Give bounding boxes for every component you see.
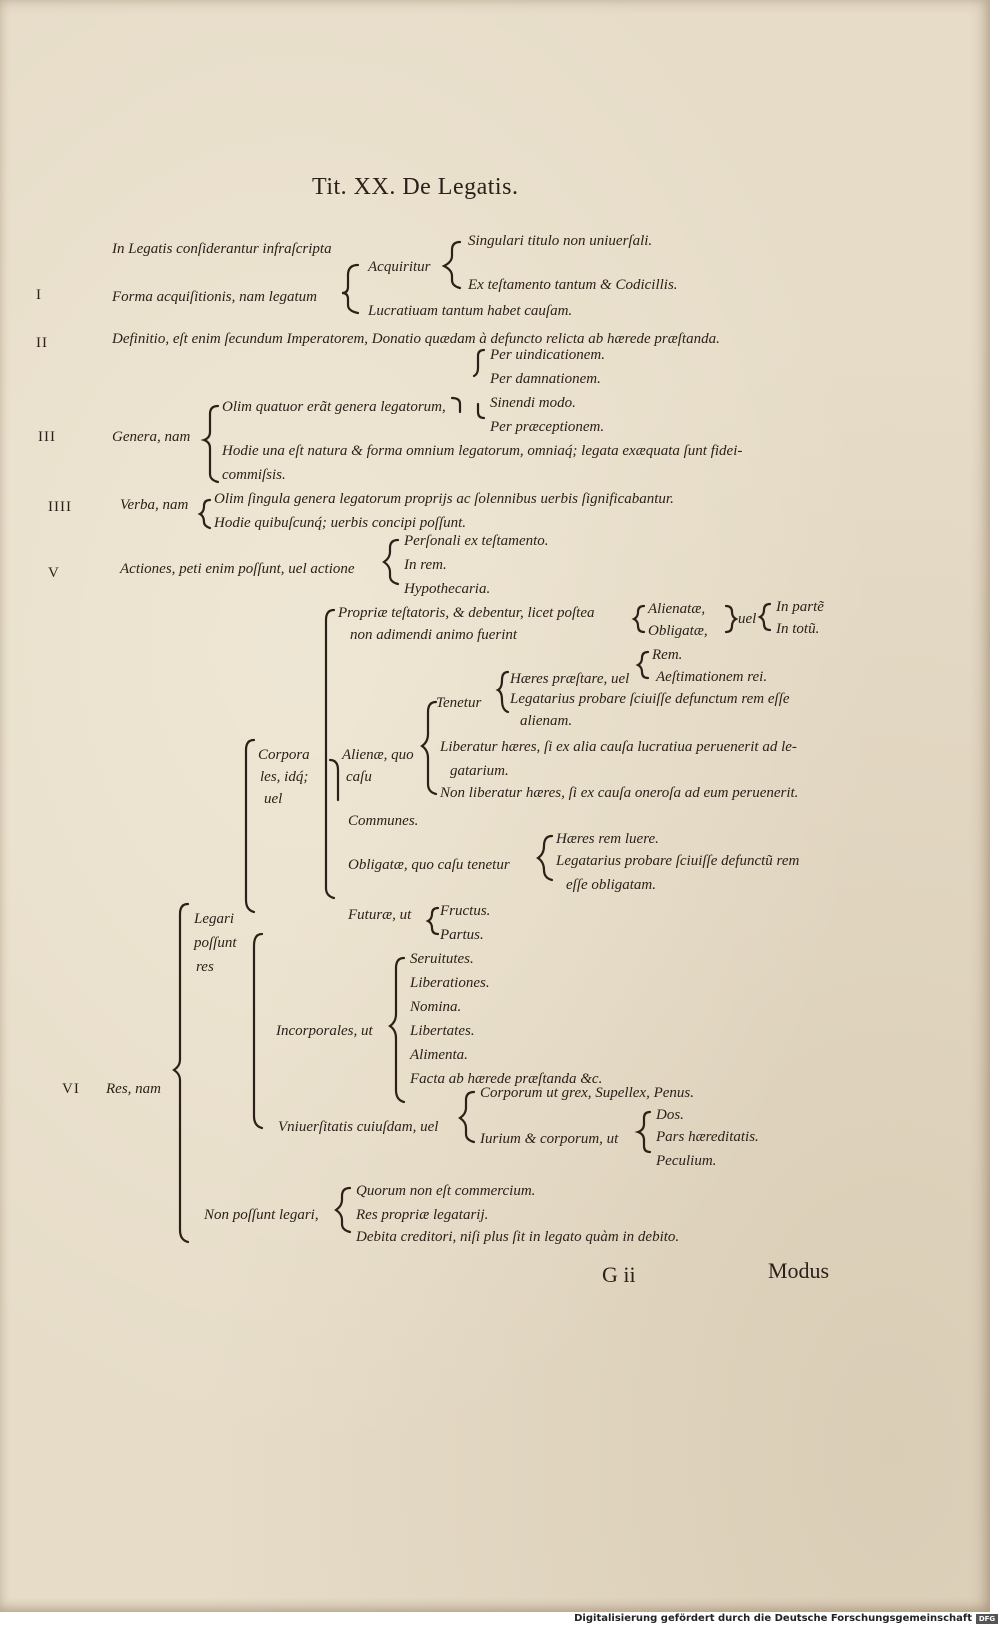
res-non-liberatur: Non liberatur hæres, ſi ex cauſa oneroſa… (440, 785, 799, 801)
res-aestimationem: Aeſtimationem rei. (656, 669, 768, 685)
incorporales-item-2: Liberationes. (410, 975, 490, 991)
res-legari-3: res (196, 959, 214, 975)
forma-label: Forma acquiſitionis, nam legatum (112, 289, 317, 305)
footer-bar: Digitalisierung gefördert durch die Deut… (0, 1612, 1000, 1626)
res-liberatur-2: gatarium. (450, 763, 509, 779)
forma-ex-testamento: Ex teſtamento tantum & Codicillis. (468, 277, 678, 293)
numeral-iii: III (38, 429, 56, 445)
res-legatarius-2: alienam. (520, 713, 573, 729)
res-in-toto: In totũ. (776, 621, 820, 637)
incorporales-item-3: Nomina. (410, 999, 462, 1015)
res-futurae: Futuræ, ut (348, 907, 412, 923)
res-legatarius-1: Legatarius probare ſciuiſſe defunctum re… (510, 691, 790, 707)
genera-label: Genera, nam (112, 429, 191, 445)
res-obligatae: Obligatæ, quo caſu tenetur (348, 857, 510, 873)
numeral-iiii: IIII (48, 499, 72, 515)
genera-item-3: Sinendi modo. (490, 395, 576, 411)
non-possunt-item-2: Res propriæ legatarij. (356, 1207, 489, 1223)
genera-item-1: Per uindicationem. (490, 347, 605, 363)
numeral-ii: II (36, 335, 48, 351)
res-legatarius-obl-1: Legatarius probare ſciuiſſe defunctũ rem (556, 853, 800, 869)
numeral-v: V (48, 565, 60, 581)
verba-olim: Olim ſingula genera legatorum proprijs a… (214, 491, 674, 507)
res-iurium: Iurium & corporum, ut (480, 1131, 619, 1147)
incorporales-item-6: Facta ab hærede præſtanda &c. (410, 1071, 603, 1087)
res-vniuersitatis: Vniuerſitatis cuiuſdam, uel (278, 1119, 439, 1135)
res-communes: Communes. (348, 813, 419, 829)
genera-item-4: Per præceptionem. (490, 419, 605, 435)
non-possunt-item-3: Debita creditori, niſi plus ſit in legat… (356, 1229, 680, 1245)
footer-text: Digitalisierung gefördert durch die Deut… (574, 1613, 972, 1624)
incorporales-item-1: Seruitutes. (410, 951, 474, 967)
res-dos: Dos. (656, 1107, 684, 1123)
verba-hodie: Hodie quibuſcunq́; uerbis concipi poſſun… (214, 515, 467, 531)
res-legari-1: Legari (194, 911, 235, 927)
non-possunt-item-1: Quorum non eſt commercium. (356, 1183, 536, 1199)
genera-olim: Olim quatuor erãt genera legatorum, (222, 399, 446, 415)
res-liberatur-1: Liberatur hæres, ſi ex alia cauſa lucrat… (440, 739, 797, 755)
res-uel: uel (738, 611, 757, 627)
res-in-parte: In partẽ (776, 599, 824, 615)
res-corporales-1: Corpora (258, 747, 310, 763)
genera-item-2: Per damnationem. (490, 371, 601, 387)
res-label: Res, nam (106, 1081, 161, 1097)
res-partus: Partus. (440, 927, 484, 943)
res-legari-2: poſſunt (194, 935, 237, 951)
res-heres-luere: Hæres rem luere. (556, 831, 659, 847)
res-tenetur: Tenetur (436, 695, 482, 711)
incorporales-item-4: Libertates. (410, 1023, 475, 1039)
res-fructus: Fructus. (440, 903, 491, 919)
actiones-item-2: In rem. (404, 557, 447, 573)
actiones-label: Actiones, peti enim poſſunt, uel actione (120, 561, 355, 577)
actiones-item-1: Perſonali ex teſtamento. (404, 533, 549, 549)
genera-hodie-1: Hodie una eſt natura & forma omnium lega… (222, 443, 743, 459)
res-peculium: Peculium. (656, 1153, 717, 1169)
res-obligatae-short: Obligatæ, (648, 623, 708, 639)
forma-lucratiuam: Lucratiuam tantum habet cauſam. (368, 303, 573, 319)
numeral-vi: VI (62, 1081, 80, 1097)
definitio-line: Definitio, eſt enim ſecundum Imperatorem… (112, 331, 720, 347)
res-corporum: Corporum ut grex, Supellex, Penus. (480, 1085, 694, 1101)
verba-label: Verba, nam (120, 497, 189, 513)
res-rem: Rem. (652, 647, 683, 663)
res-alienae-1: Alienæ, quo (342, 747, 414, 763)
res-alienatae: Alienatæ, (648, 601, 706, 617)
page-title: Tit. XX. De Legatis. (312, 174, 519, 200)
res-incorporales: Incorporales, ut (276, 1023, 373, 1039)
res-corporales-3: uel (264, 791, 283, 807)
res-corporales-2: les, idq́; (260, 769, 309, 785)
numeral-i: I (36, 287, 42, 303)
signature-mark: G ii (602, 1262, 636, 1287)
res-pars: Pars hæreditatis. (656, 1129, 759, 1145)
dfg-logo: DFG (976, 1614, 998, 1624)
res-legatarius-obl-2: eſſe obligatam. (566, 877, 656, 893)
incorporales-item-5: Alimenta. (410, 1047, 468, 1063)
catchword: Modus (768, 1258, 830, 1283)
res-propriae-1: Propriæ teſtatoris, & debentur, licet po… (338, 605, 595, 621)
genera-hodie-2: commiſsis. (222, 467, 286, 483)
res-non-possunt: Non poſſunt legari, (204, 1207, 319, 1223)
forma-acquiritur: Acquiritur (368, 259, 431, 275)
intro-line: In Legatis conſiderantur infraſcripta (112, 241, 332, 257)
res-alienae-2: caſu (346, 769, 372, 785)
actiones-item-3: Hypothecaria. (404, 581, 491, 597)
res-propriae-2: non adimendi animo fuerint (350, 627, 518, 643)
forma-singulari: Singulari titulo non uniuerſali. (468, 233, 653, 249)
res-heres-praestare: Hæres præſtare, uel (510, 671, 630, 687)
